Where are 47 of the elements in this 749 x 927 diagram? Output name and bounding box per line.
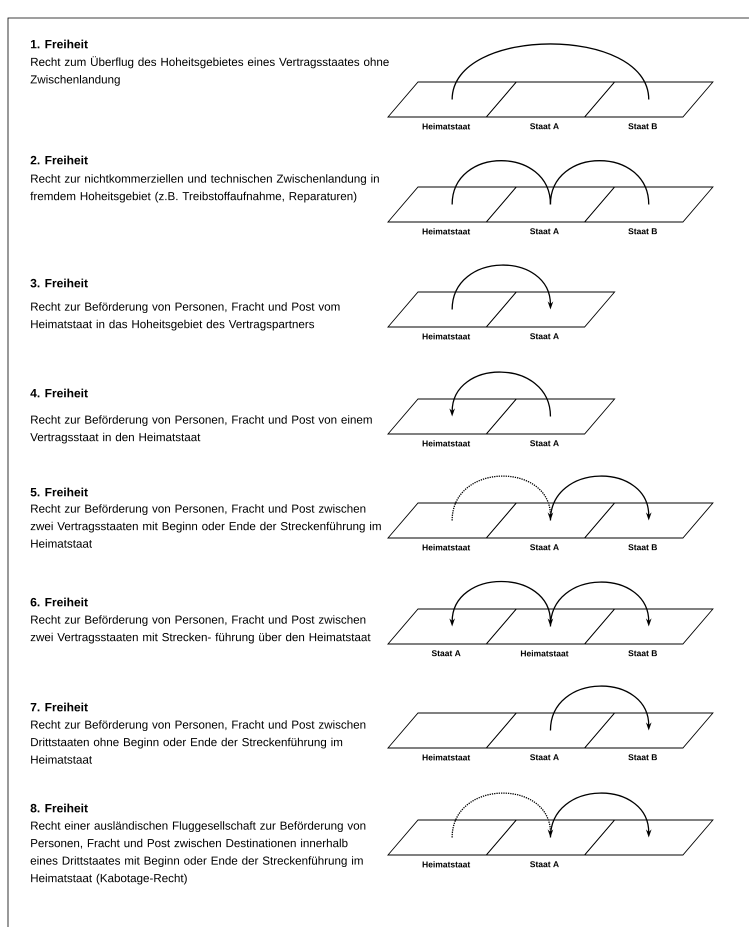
arc-arrow	[550, 476, 652, 521]
heading: 6. Freiheit	[30, 598, 88, 606]
arc-arrow	[550, 582, 652, 627]
node-label: Staat A	[530, 440, 559, 446]
heading: 1. Freiheit	[30, 40, 88, 48]
node-label: Heimatstaat	[422, 440, 470, 446]
node-label: Staat A	[530, 228, 559, 234]
node-label: Heimatstaat	[422, 754, 470, 760]
arc	[452, 43, 650, 100]
description: Recht zur Beförderung von Personen, Fracht und Post vom Heimatstaat in das Hoheitsgebiet des Vertragspartners	[31, 302, 340, 331]
dotted-arc-arrow	[452, 792, 554, 838]
node-label: Staat B	[628, 228, 657, 234]
arc-arrow	[452, 264, 554, 310]
description: Recht einer ausländischen Fluggesellschaft zur Beförderung von Personen, Fracht und Post zwischen Destinationen innerhalb eines Drittstaates mit Beginn oder Ende der Streckenführung im Heimatstaat (Kabotage-Recht)	[30, 821, 366, 885]
description: Recht zum Überflug des Hoheitsgebietes eines Vertragsstaates ohne Zwischenlandung	[30, 56, 389, 86]
node-label: Staat A	[530, 544, 559, 550]
node-label: Heimatstaat	[422, 333, 470, 340]
node-label: Heimatstaat	[422, 123, 470, 130]
node-label: Staat A	[432, 650, 461, 656]
heading: 4. Freiheit	[30, 388, 88, 398]
node-label: Heimatstaat	[520, 650, 568, 656]
node-label: Staat A	[530, 861, 559, 868]
description: Recht zur Beförderung von Personen, Fracht und Post zwischen Drittstaaten ohne Beginn oder Ende der Streckenführung im Heimatstaat	[31, 720, 366, 764]
description: Recht zur Beförderung von Personen, Fracht und Post von einem Vertragsstaat in den Heimatstaat	[30, 415, 372, 444]
node-label: Staat B	[628, 123, 657, 130]
heading: 8. Freiheit	[30, 804, 88, 812]
node-label: Staat A	[530, 754, 559, 760]
heading: 2. Freiheit	[30, 156, 88, 164]
node-label: Staat B	[628, 544, 657, 550]
node-label: Staat A	[530, 333, 559, 340]
arc	[550, 160, 650, 205]
node-label: Staat A	[530, 123, 559, 130]
node-label: Staat B	[628, 754, 657, 760]
description: Recht zur nichtkommerziellen und technischen Zwischenlandung in fremdem Hoheitsgebiet (z.B. Treibstoffaufnahme, Reparaturen)	[30, 174, 379, 203]
heading: 3. Freiheit	[30, 278, 88, 288]
node-label: Heimatstaat	[422, 861, 470, 868]
heading: 5. Freiheit	[30, 488, 88, 496]
node-label: Staat B	[628, 650, 657, 656]
arc	[452, 160, 552, 205]
arc-arrow	[550, 792, 652, 838]
description: Recht zur Beförderung von Personen, Fracht und Post zwischen zwei Vertragsstaaten mit Strecken- führung über den Heimatstaat	[30, 615, 370, 644]
arc-arrow	[550, 686, 652, 731]
node-label: Heimatstaat	[422, 544, 470, 550]
heading: 7. Freiheit	[30, 702, 88, 712]
node-label: Heimatstaat	[422, 228, 470, 234]
description: Recht zur Beförderung von Personen, Fracht und Post zwischen zwei Vertragsstaaten mit Beginn oder Ende der Streckenführung im Heimatstaat	[30, 504, 381, 548]
dotted-arc-arrow	[452, 476, 554, 521]
